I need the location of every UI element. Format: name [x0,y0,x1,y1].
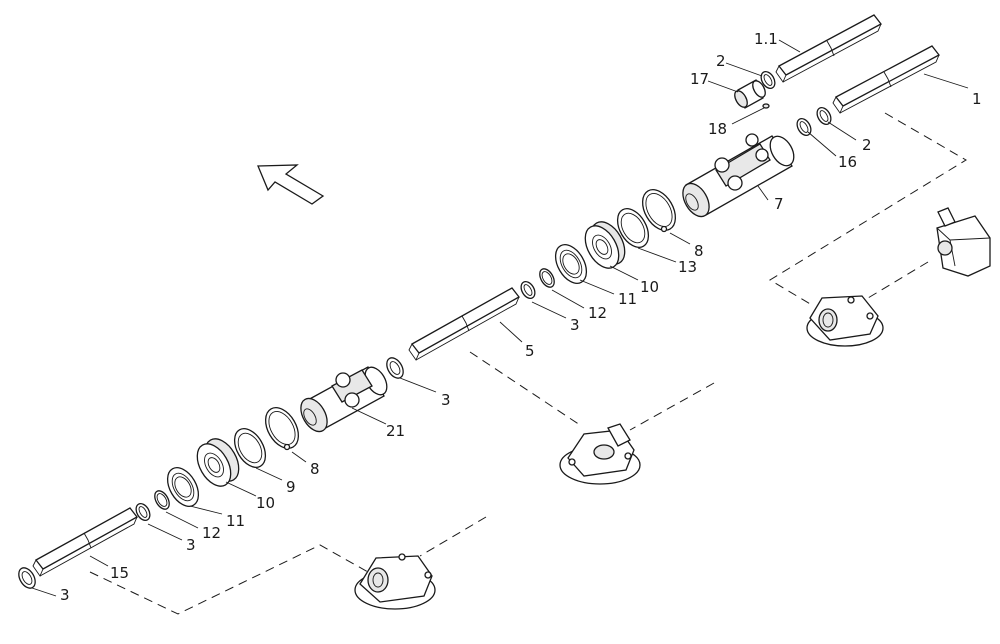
circlip-12-upper [539,268,555,288]
label-11-upper: 11 [618,290,637,308]
universal-joint-21 [300,366,388,433]
ring-8-upper [641,189,677,233]
label-7: 7 [774,195,784,213]
seal-11-lower [166,467,200,507]
bearing-10-lower [196,438,240,487]
label-1: 1 [972,90,982,108]
label-12-lower: 12 [202,524,221,542]
leader-lines [31,39,969,597]
label-10-lower: 10 [256,494,275,512]
label-1-1: 1.1 [754,30,778,48]
dashed-line-housing-lower [419,516,487,557]
label-15: 15 [110,564,129,582]
label-2-right: 2 [862,136,872,154]
label-5: 5 [525,342,535,360]
circlip-3-far-left [18,567,36,589]
circlip-12-lower [154,490,170,510]
dashed-line-shaft1-to-gearbox [769,112,967,306]
label-13: 13 [678,258,697,276]
pin-18 [762,103,770,109]
label-3-middle: 3 [441,391,451,409]
dashed-line-shaft5-to-housing [469,351,581,426]
circlip-3-upper [520,280,536,300]
flange-housing-middle [559,423,641,485]
sleeve-17 [734,79,766,109]
washer-13 [616,208,650,248]
universal-joint-7 [682,133,795,218]
shaft-1 [832,45,940,114]
label-3-upper: 3 [570,316,580,334]
label-12-upper: 12 [588,304,607,322]
washer-2-top [760,70,776,90]
washer-2-right [816,106,832,126]
dashed-line-shaft15-to-housing [89,544,369,615]
label-3-lower: 3 [186,536,196,554]
label-8-lower: 8 [310,460,320,478]
flange-housing-lower [354,553,436,610]
label-8-upper: 8 [694,242,704,260]
circlip-16 [796,117,812,137]
label-3-far-left: 3 [60,586,70,604]
assembly-lines [89,112,967,615]
shaft-15 [32,507,138,577]
label-11-lower: 11 [226,512,245,530]
label-18: 18 [708,120,727,138]
direction-arrow-icon [257,164,325,205]
flange-housing-right [806,295,884,347]
shaft-5 [408,287,520,361]
label-17: 17 [690,70,709,88]
label-2-top: 2 [716,52,726,70]
seal-11-upper [554,244,588,284]
dashed-line-gearbox-to-flange [867,261,929,299]
label-16: 16 [838,153,857,171]
circlip-3-middle [386,357,404,379]
washer-9 [233,428,267,468]
shaft-1-1 [775,14,882,83]
part-labels: 1.1 2 17 18 1 2 16 7 8 13 10 11 12 3 5 3… [60,30,982,604]
bearing-10-upper [584,221,626,269]
label-9: 9 [286,478,296,496]
label-21: 21 [386,422,405,440]
label-10-upper: 10 [640,278,659,296]
gearbox-right [936,207,991,277]
ring-8-lower [264,407,300,451]
dashed-line-housing-middle [629,382,715,431]
circlip-3-lower [135,502,151,522]
